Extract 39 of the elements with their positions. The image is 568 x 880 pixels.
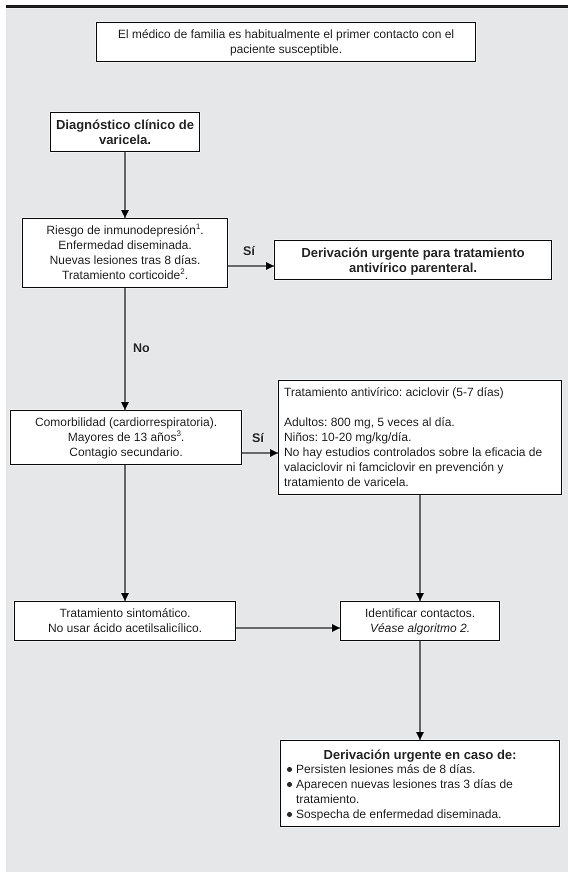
process-box <box>274 240 552 280</box>
node-text: Derivación urgente para tratamiento antivírico parenteral. <box>300 245 526 275</box>
node-text: Adultos: 800 mg, 5 veces al día. <box>284 415 456 430</box>
arrow <box>121 465 129 601</box>
node-text: Riesgo de inmunodepresión$^{1}$. <box>45 223 205 238</box>
node-text: Identificar contactos. <box>364 606 476 621</box>
node-text: No hay estudios controlados sobre la eficacia de valaciclovir ni famciclovir en prevención y tratamiento de varicela. <box>284 445 544 490</box>
node-text: Tratamiento sintomático. <box>58 606 192 621</box>
arrow <box>416 641 424 740</box>
process-box <box>22 218 228 288</box>
node-text: Véase algoritmo 2. <box>368 621 472 636</box>
node-text: Tratamiento corticoide$^{2}$. <box>60 268 190 283</box>
node-text: Enfermedad diseminada. <box>57 238 193 253</box>
node-text: El médico de familia es habitualmente el primer contacto con el paciente susceptible. <box>116 27 456 57</box>
node-text: Contagio secundario. <box>68 445 184 460</box>
node-text: Persisten lesiones más de 8 días. <box>296 762 476 776</box>
arrow <box>121 152 129 218</box>
node-text: No usar ácido acetilsalicílico. <box>46 621 204 636</box>
node-text: Diagnóstico clínico de varicela. <box>56 117 194 147</box>
arrow <box>236 624 340 632</box>
process-box <box>280 740 560 827</box>
node-text: Comorbilidad (cardiorrespiratoria). <box>34 415 218 430</box>
arrow <box>242 449 278 457</box>
node-text: Mayores de 13 años$^{3}$. <box>66 430 186 445</box>
node-text: Sospecha de enfermedad diseminada. <box>296 807 502 821</box>
arrow <box>121 288 129 410</box>
process-box <box>50 112 200 152</box>
process-box <box>278 380 562 495</box>
process-box <box>14 601 236 641</box>
node-text: Nuevas lesiones tras 8 días. <box>48 253 202 268</box>
node-text: Niños: 10-20 mg/kg/día. <box>284 430 412 445</box>
node-text: Tratamiento antivírico: aciclovir (5-7 días) <box>284 385 505 400</box>
arrow <box>228 262 274 270</box>
arrow <box>416 495 424 601</box>
process-box <box>10 410 242 465</box>
node-text: Derivación urgente en caso de: <box>322 747 518 762</box>
process-box <box>96 22 476 62</box>
process-box <box>340 601 500 641</box>
node-text: Aparecen nuevas lesiones tras 3 días de tratamiento. <box>296 777 513 806</box>
